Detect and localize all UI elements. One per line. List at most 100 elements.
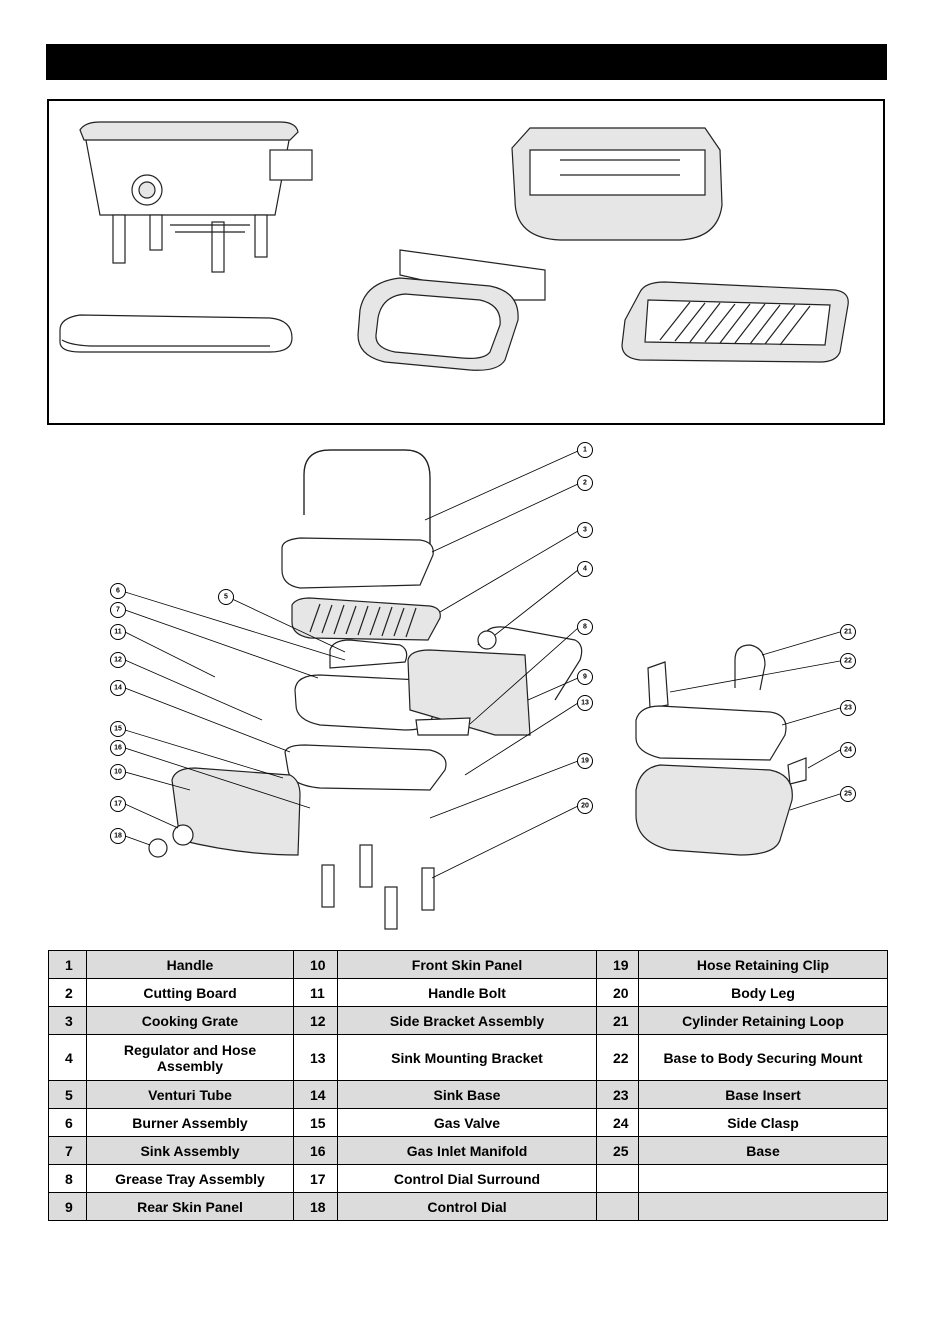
part-number: 12: [293, 1006, 338, 1035]
part-number: 11: [293, 978, 338, 1007]
svg-text:4: 4: [583, 566, 587, 573]
rear-skin-part: [407, 649, 531, 736]
svg-text:16: 16: [114, 745, 122, 752]
callout-5: 5: [218, 589, 234, 605]
callout-1: 1: [577, 442, 593, 458]
part-name: Gas Inlet Manifold: [337, 1136, 597, 1165]
svg-text:24: 24: [844, 747, 852, 754]
sink-base-part: [284, 744, 447, 791]
part-name: Control Dial Surround: [337, 1164, 597, 1193]
part-number: 23: [596, 1080, 639, 1109]
svg-text:9: 9: [583, 674, 587, 681]
exploded-view-diagram: 1 2 3 4 5 6 7 8 9 10 11 12 13 14 15 16 1…: [59, 121, 856, 930]
callout-23: 23: [840, 700, 856, 716]
part-number: 7: [48, 1136, 87, 1165]
cutting-board-part: [281, 537, 434, 589]
part-number: 1: [48, 950, 87, 979]
part-number: 4: [48, 1034, 87, 1081]
part-name: Cylinder Retaining Loop: [638, 1006, 888, 1035]
base-drawing: [511, 127, 723, 241]
part-name: Handle Bolt: [337, 978, 597, 1007]
part-number: 25: [596, 1136, 639, 1165]
svg-text:15: 15: [114, 726, 122, 733]
base-insert-part: [635, 705, 787, 761]
callout-9: 9: [577, 669, 593, 685]
svg-text:19: 19: [581, 758, 589, 765]
svg-text:8: 8: [583, 624, 587, 631]
callout-4: 4: [577, 561, 593, 577]
part-number: 24: [596, 1108, 639, 1137]
part-number: [596, 1164, 639, 1193]
svg-text:10: 10: [114, 769, 122, 776]
cooking-grate-drawing: [621, 281, 849, 363]
part-number: 15: [293, 1108, 338, 1137]
part-name: Cutting Board: [86, 978, 294, 1007]
part-name: [638, 1164, 888, 1193]
part-number: 18: [293, 1192, 338, 1221]
part-number: [596, 1192, 639, 1221]
venturi-burner-part: [329, 639, 408, 669]
part-name: Side Bracket Assembly: [337, 1006, 597, 1035]
callout-8: 8: [577, 619, 593, 635]
body-legs-part: [321, 844, 435, 930]
svg-text:18: 18: [114, 833, 122, 840]
section-title-bar: [46, 44, 887, 80]
part-number: 13: [293, 1034, 338, 1081]
callout-17: 17: [110, 796, 126, 812]
svg-text:11: 11: [114, 629, 122, 636]
part-number: 22: [596, 1034, 639, 1081]
part-name: Rear Skin Panel: [86, 1192, 294, 1221]
part-name: Control Dial: [337, 1192, 597, 1221]
part-name: Burner Assembly: [86, 1108, 294, 1137]
callout-20: 20: [577, 798, 593, 814]
assembled-grill-drawing: [79, 121, 313, 273]
part-number: 5: [48, 1080, 87, 1109]
dial-surround-part: [172, 824, 194, 846]
part-name: Grease Tray Assembly: [86, 1164, 294, 1193]
part-name: Hose Retaining Clip: [638, 950, 888, 979]
part-number: 16: [293, 1136, 338, 1165]
part-name: [638, 1192, 888, 1221]
cylinder-loop-part: [734, 644, 766, 691]
callout-13: 13: [577, 695, 593, 711]
svg-text:14: 14: [114, 685, 122, 692]
svg-text:1: 1: [583, 447, 587, 454]
callout-16: 16: [110, 740, 126, 756]
part-number: 8: [48, 1164, 87, 1193]
part-name: Venturi Tube: [86, 1080, 294, 1109]
leader-lines: [124, 450, 841, 879]
callout-6: 6: [110, 583, 126, 599]
sink-drawing: [357, 249, 546, 371]
part-name: Body Leg: [638, 978, 888, 1007]
part-number: 19: [596, 950, 639, 979]
part-number: 21: [596, 1006, 639, 1035]
part-number: 2: [48, 978, 87, 1007]
part-number: 20: [596, 978, 639, 1007]
cutting-board-drawing: [59, 314, 293, 353]
part-name: Sink Assembly: [86, 1136, 294, 1165]
front-skin-part: [171, 767, 301, 856]
part-name: Base: [638, 1136, 888, 1165]
svg-text:12: 12: [114, 657, 122, 664]
callout-14: 14: [110, 680, 126, 696]
handle-drawing: [303, 449, 431, 555]
part-number: 3: [48, 1006, 87, 1035]
svg-text:17: 17: [114, 801, 122, 808]
cooking-grate-part: [291, 597, 441, 641]
base-part: [635, 764, 793, 856]
part-number: 14: [293, 1080, 338, 1109]
callout-11: 11: [110, 624, 126, 640]
part-name: Side Clasp: [638, 1108, 888, 1137]
callout-2: 2: [577, 475, 593, 491]
callout-19: 19: [577, 753, 593, 769]
callout-22: 22: [840, 653, 856, 669]
part-name: Regulator and Hose Assembly: [86, 1034, 294, 1081]
